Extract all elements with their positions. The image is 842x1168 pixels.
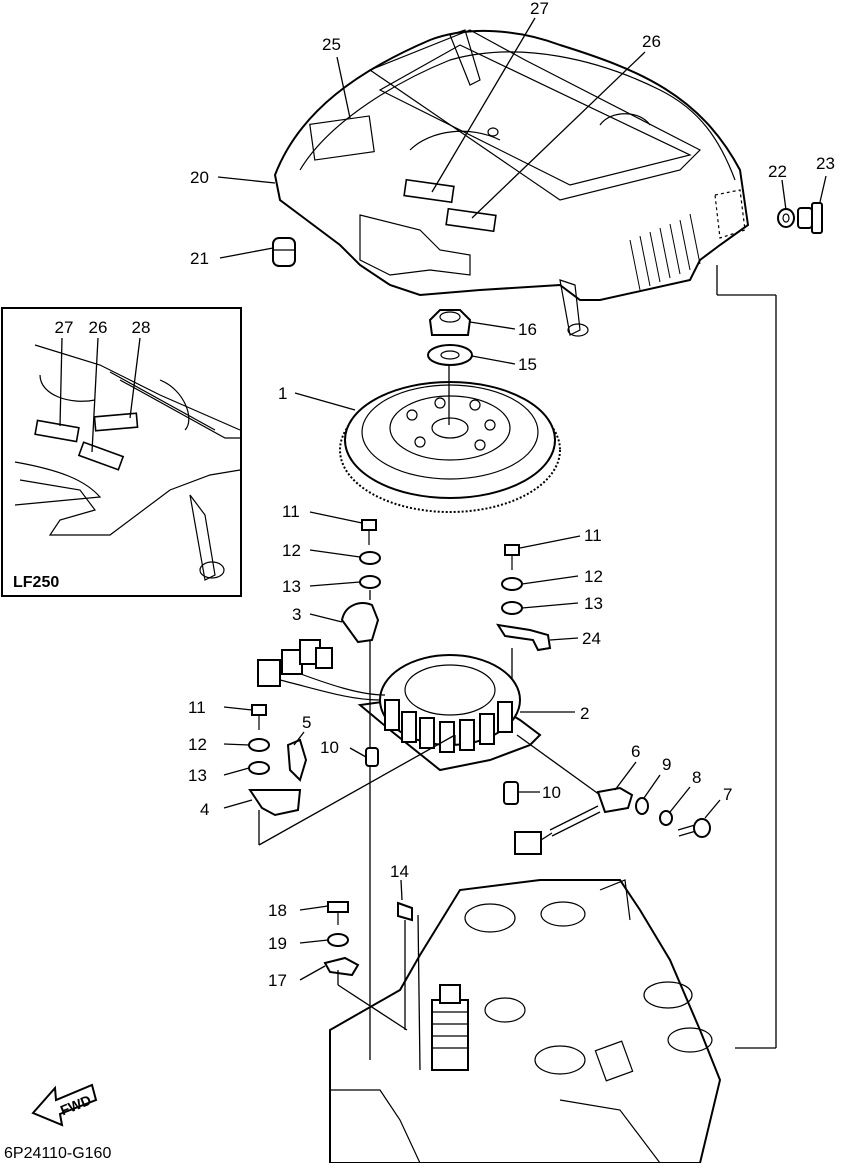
inset-callout-26: 26 bbox=[89, 318, 108, 337]
callout-7: 7 bbox=[723, 785, 732, 804]
bracket-17 bbox=[323, 956, 360, 977]
inset-title: LF250 bbox=[13, 574, 59, 591]
callout-9: 9 bbox=[662, 755, 671, 774]
callout-12-b: 12 bbox=[584, 567, 603, 586]
bolt-11-lower-left bbox=[251, 704, 267, 730]
woodruff-key-14 bbox=[397, 901, 413, 922]
callout-13-b: 13 bbox=[584, 594, 603, 613]
washer-13-right bbox=[501, 601, 523, 615]
bolt-18 bbox=[327, 901, 349, 925]
washer-12-lower-left bbox=[248, 738, 270, 752]
callout-11-a: 11 bbox=[282, 502, 300, 521]
washer-8 bbox=[659, 810, 673, 826]
callout-14: 14 bbox=[390, 862, 409, 881]
clamp-3 bbox=[340, 602, 380, 644]
inset-lf250: 27 26 28 LF250 bbox=[1, 307, 242, 597]
crankshaft-gear bbox=[431, 999, 469, 1071]
callout-19: 19 bbox=[268, 934, 287, 953]
bracket-24 bbox=[495, 623, 552, 652]
callout-11-c: 11 bbox=[188, 698, 206, 717]
connector-d bbox=[315, 647, 333, 669]
callout-12-c: 12 bbox=[188, 735, 207, 754]
grommet-21 bbox=[272, 237, 296, 267]
callout-18: 18 bbox=[268, 901, 287, 920]
callout-17: 17 bbox=[268, 971, 287, 990]
bolt-23 bbox=[797, 202, 823, 234]
washer-15 bbox=[427, 344, 473, 366]
callout-12-a: 12 bbox=[282, 541, 301, 560]
callout-5: 5 bbox=[302, 713, 311, 732]
callout-16: 16 bbox=[518, 320, 537, 339]
callout-3: 3 bbox=[292, 605, 301, 624]
fwd-arrow: FWD bbox=[31, 1083, 98, 1127]
callout-1: 1 bbox=[278, 384, 287, 403]
callout-24: 24 bbox=[582, 629, 601, 648]
bolt-11-right bbox=[504, 544, 520, 570]
flywheel bbox=[339, 381, 561, 513]
pulser-coil-6 bbox=[514, 786, 634, 855]
washer-12-upper-left bbox=[359, 551, 381, 565]
callout-numbers: 25 27 26 20 21 22 23 16 15 1 11 12 13 3 … bbox=[188, 0, 835, 990]
washer-13-lower-left bbox=[248, 761, 270, 775]
fwd-label: FWD bbox=[58, 1092, 94, 1119]
leader-lines bbox=[217, 17, 827, 1071]
callout-20: 20 bbox=[190, 168, 209, 187]
flywheel-cover bbox=[273, 29, 750, 337]
screw-7 bbox=[677, 818, 711, 838]
callout-2: 2 bbox=[580, 704, 589, 723]
inset-callout-27: 27 bbox=[55, 318, 74, 337]
drawing-code: 6P24110-G160 bbox=[4, 1145, 111, 1162]
callout-10-b: 10 bbox=[542, 783, 561, 802]
callout-8: 8 bbox=[692, 768, 701, 787]
nut-16 bbox=[428, 309, 472, 336]
bracket-4 bbox=[248, 789, 302, 817]
washer-13-upper-left bbox=[359, 575, 381, 589]
clip-5 bbox=[286, 738, 308, 782]
callout-4: 4 bbox=[200, 800, 209, 819]
callout-15: 15 bbox=[518, 355, 537, 374]
cover-vent-grille bbox=[629, 213, 701, 291]
bolt-11-upper-left bbox=[361, 519, 377, 545]
callout-26: 26 bbox=[642, 32, 661, 51]
spacer-10-left bbox=[365, 747, 379, 767]
callout-13-c: 13 bbox=[188, 766, 207, 785]
callout-25: 25 bbox=[322, 35, 341, 54]
connector-a bbox=[257, 659, 281, 687]
washer-19 bbox=[327, 933, 349, 947]
spacer-10-right bbox=[503, 781, 519, 805]
washer-9 bbox=[635, 797, 649, 815]
engine-block bbox=[329, 879, 722, 1164]
callout-13-a: 13 bbox=[282, 577, 301, 596]
callout-21: 21 bbox=[190, 249, 209, 268]
callout-27: 27 bbox=[530, 0, 549, 18]
stator-assembly bbox=[257, 639, 542, 772]
collar-22 bbox=[777, 208, 795, 228]
stator-teeth bbox=[384, 699, 513, 753]
inset-callout-28: 28 bbox=[132, 318, 151, 337]
washer-12-right bbox=[501, 577, 523, 591]
callout-10-a: 10 bbox=[320, 738, 339, 757]
callout-6: 6 bbox=[631, 742, 640, 761]
callout-11-b: 11 bbox=[584, 526, 602, 545]
callout-22: 22 bbox=[768, 162, 787, 181]
callout-23: 23 bbox=[816, 154, 835, 173]
